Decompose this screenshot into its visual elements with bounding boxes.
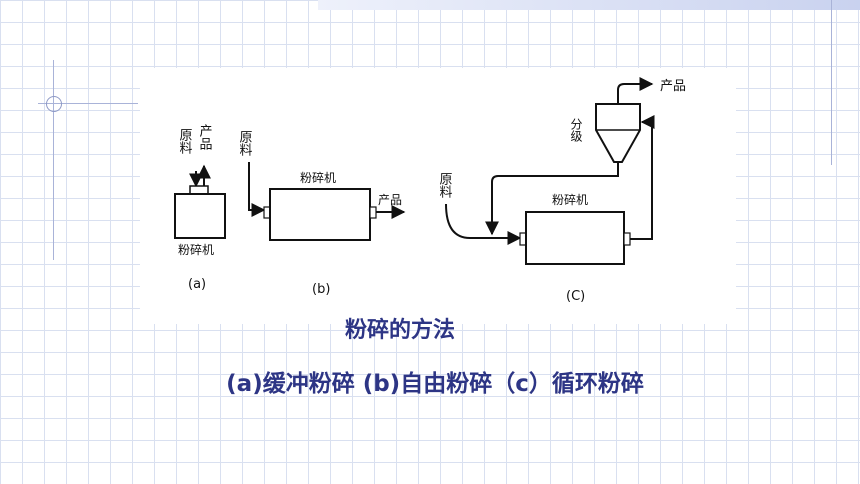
panel-c-classifier-label: 分级 <box>569 118 583 142</box>
panel-a-hopper <box>189 185 209 195</box>
panel-b-input-arrow <box>248 162 266 217</box>
panel-c-recycle-line <box>630 115 655 240</box>
deco-circle <box>46 96 62 112</box>
panel-c-output-label: 产品 <box>660 79 686 94</box>
deco-right-vertical-line <box>831 0 832 165</box>
panel-c-input-arrow <box>445 203 522 245</box>
panel-b-machine-label: 粉碎机 <box>300 170 336 185</box>
deco-left-vertical-line <box>53 60 54 260</box>
caption-title: 粉碎的方法 <box>344 318 455 343</box>
panel-b-input-label: 原料 <box>237 130 253 156</box>
panel-c-return-line <box>485 162 619 236</box>
panel-b-caption: (b) <box>312 282 330 297</box>
panel-a-machine-label: 粉碎机 <box>178 242 214 257</box>
panel-c: 原料 粉碎机 分级 产品 (C) <box>437 77 686 304</box>
panel-a: 原料 产品 粉碎机 (a) <box>174 124 226 292</box>
panel-a-caption: (a) <box>188 277 206 292</box>
top-decor-band <box>318 0 860 10</box>
caption-subtitle: (a)缓冲粉碎 (b)自由粉碎（c）循环粉碎 <box>226 371 644 397</box>
panel-c-grinder-drum <box>525 211 625 265</box>
panel-c-classifier <box>595 103 641 163</box>
panel-a-grinder-box <box>174 193 226 239</box>
deco-left-horizontal-line <box>38 103 138 104</box>
panel-b-outlet-flange <box>369 206 377 219</box>
grinding-methods-figure: 原料 产品 粉碎机 (a) 原料 粉碎机 产品 (b) 原料 <box>140 68 736 324</box>
panel-c-output-arrow <box>617 77 654 104</box>
panel-b-grinder-drum <box>269 188 371 241</box>
panel-a-input-label: 原料 <box>177 128 193 154</box>
panel-c-outlet-flange <box>623 232 631 246</box>
panel-c-machine-label: 粉碎机 <box>552 192 588 207</box>
panel-c-caption: (C) <box>566 289 585 304</box>
grinding-diagram-svg: 原料 产品 粉碎机 (a) 原料 粉碎机 产品 (b) 原料 <box>174 77 686 304</box>
panel-c-input-label: 原料 <box>437 172 453 198</box>
panel-b-output-label: 产品 <box>378 193 402 207</box>
panel-a-output-label: 产品 <box>197 124 213 150</box>
panel-b: 原料 粉碎机 产品 (b) <box>237 130 406 297</box>
